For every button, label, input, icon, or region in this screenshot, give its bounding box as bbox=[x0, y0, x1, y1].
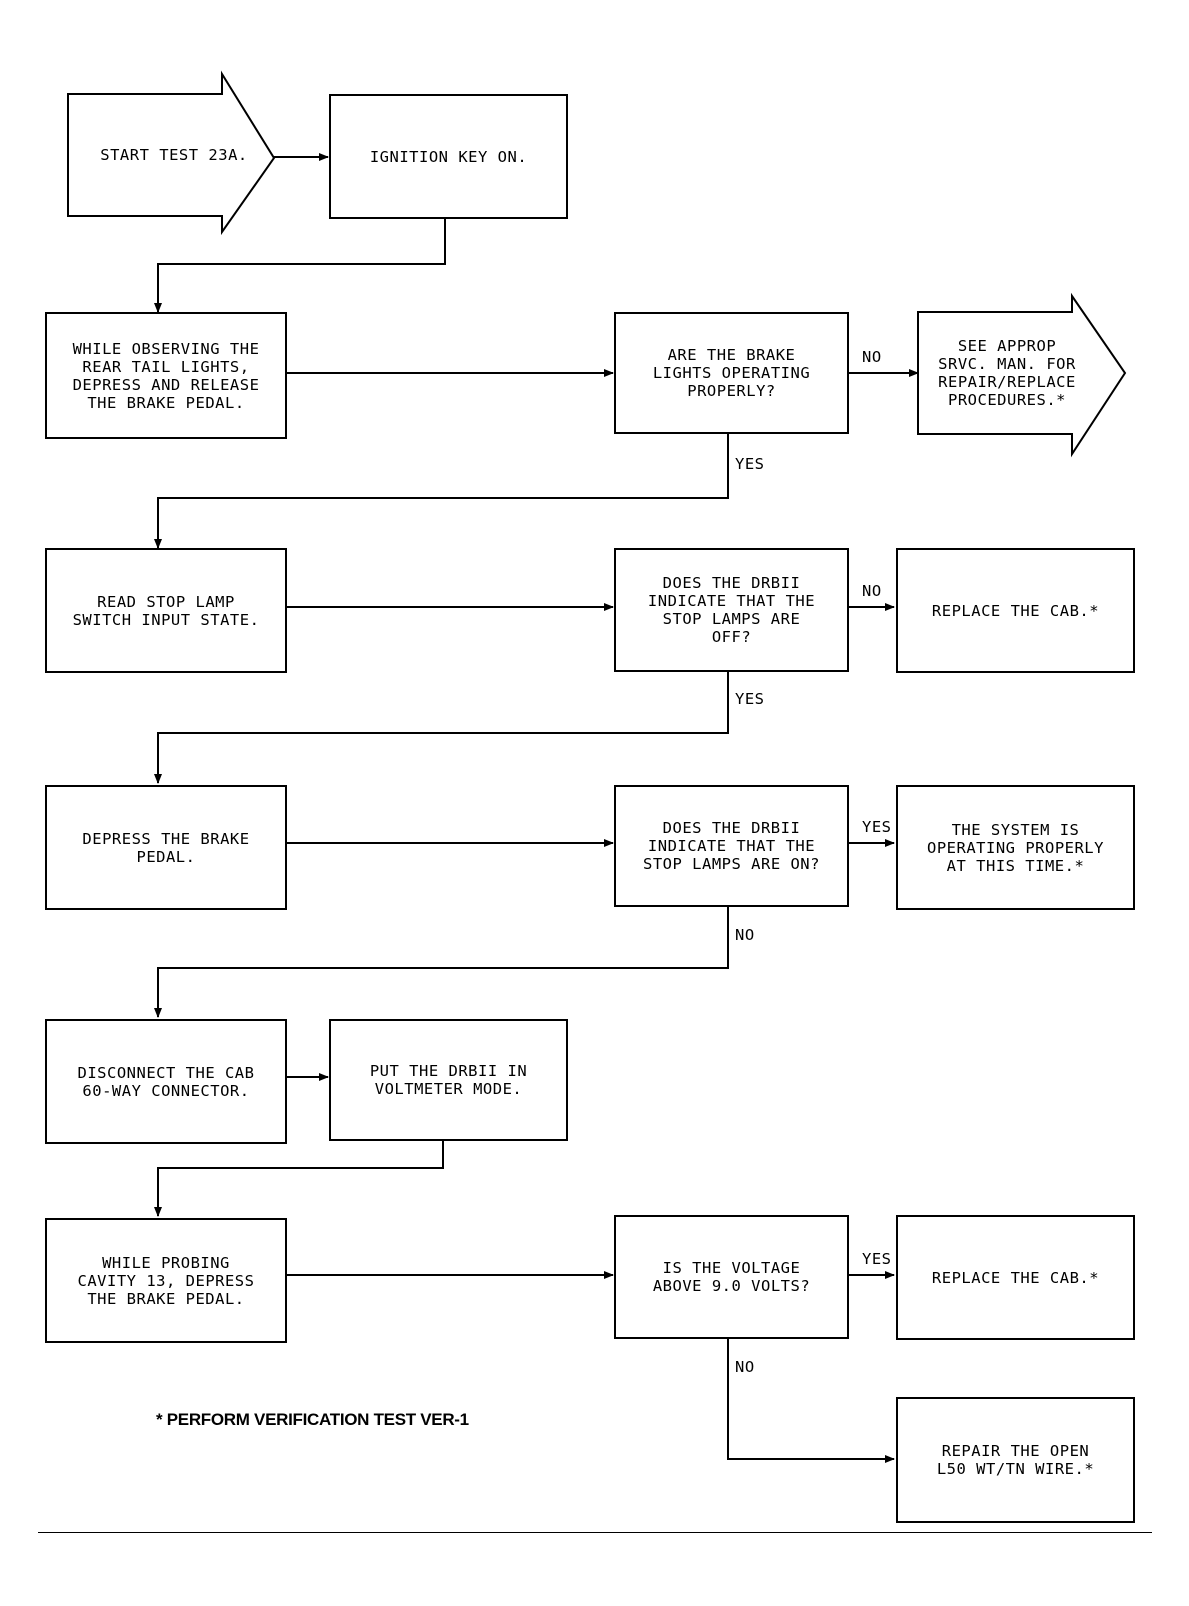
probe-cavity-box: WHILE PROBING CAVITY 13, DEPRESS THE BRA… bbox=[45, 1218, 287, 1343]
disconnect-label: DISCONNECT THE CAB 60-WAY CONNECTOR. bbox=[77, 1063, 255, 1100]
voltage-question-box: IS THE VOLTAGE ABOVE 9.0 VOLTS? bbox=[614, 1215, 849, 1339]
see-manual-label: SEE APPROP SRVC. MAN. FOR REPAIR/REPLACE… bbox=[938, 337, 1076, 409]
no-label-4: NO bbox=[735, 1358, 755, 1376]
depress-pedal-label: DEPRESS THE BRAKE PEDAL. bbox=[82, 829, 250, 866]
observe-lights-label: WHILE OBSERVING THE REAR TAIL LIGHTS, DE… bbox=[72, 339, 260, 412]
system-ok-box: THE SYSTEM IS OPERATING PROPERLY AT THIS… bbox=[896, 785, 1135, 910]
repair-wire-label: REPAIR THE OPEN L50 WT/TN WIRE.* bbox=[936, 1442, 1095, 1478]
lamps-off-question-box: DOES THE DRBII INDICATE THAT THE STOP LA… bbox=[614, 548, 849, 672]
connector-lampsoff-yes bbox=[154, 672, 729, 784]
replace-cab-label-1: REPLACE THE CAB.* bbox=[931, 601, 1100, 620]
voltmeter-box: PUT THE DRBII IN VOLTMETER MODE. bbox=[329, 1019, 568, 1141]
read-stop-lamp-box: READ STOP LAMP SWITCH INPUT STATE. bbox=[45, 548, 287, 673]
depress-pedal-box: DEPRESS THE BRAKE PEDAL. bbox=[45, 785, 287, 910]
yes-label-4: YES bbox=[862, 1250, 892, 1268]
yes-label-1: YES bbox=[735, 455, 765, 473]
see-manual-arrow-shape bbox=[917, 292, 1127, 458]
connector-voltmeter-probe bbox=[154, 1141, 444, 1217]
replace-cab-box-1: REPLACE THE CAB.* bbox=[896, 548, 1135, 673]
connector-question-yes bbox=[154, 434, 729, 549]
voltmeter-label: PUT THE DRBII IN VOLTMETER MODE. bbox=[369, 1062, 528, 1098]
see-manual-arrow: SEE APPROP SRVC. MAN. FOR REPAIR/REPLACE… bbox=[918, 312, 1096, 434]
lamps-off-question-label: DOES THE DRBII INDICATE THAT THE STOP LA… bbox=[647, 574, 816, 646]
connector-voltage-no bbox=[727, 1339, 895, 1463]
brake-lights-question-label: ARE THE BRAKE LIGHTS OPERATING PROPERLY? bbox=[652, 346, 811, 400]
ignition-key-label: IGNITION KEY ON. bbox=[369, 147, 528, 166]
observe-lights-box: WHILE OBSERVING THE REAR TAIL LIGHTS, DE… bbox=[45, 312, 287, 439]
verification-footnote: * PERFORM VERIFICATION TEST VER-1 bbox=[156, 1410, 469, 1429]
no-label-3: NO bbox=[735, 926, 755, 944]
lamps-on-question-label: DOES THE DRBII INDICATE THAT THE STOP LA… bbox=[643, 819, 820, 873]
connector-ignition-observe bbox=[154, 219, 446, 313]
yes-label-2: YES bbox=[735, 690, 765, 708]
no-label-2: NO bbox=[862, 582, 882, 600]
read-stop-lamp-label: READ STOP LAMP SWITCH INPUT STATE. bbox=[72, 592, 260, 629]
start-arrow-shape bbox=[67, 70, 276, 236]
bottom-rule bbox=[38, 1532, 1152, 1533]
replace-cab-label-2: REPLACE THE CAB.* bbox=[931, 1268, 1100, 1287]
voltage-question-label: IS THE VOLTAGE ABOVE 9.0 VOLTS? bbox=[652, 1259, 811, 1295]
yes-label-3: YES bbox=[862, 818, 892, 836]
start-test-label: START TEST 23A. bbox=[100, 146, 248, 164]
ignition-key-box: IGNITION KEY ON. bbox=[329, 94, 568, 219]
repair-wire-box: REPAIR THE OPEN L50 WT/TN WIRE.* bbox=[896, 1397, 1135, 1523]
brake-lights-question-box: ARE THE BRAKE LIGHTS OPERATING PROPERLY? bbox=[614, 312, 849, 434]
probe-cavity-label: WHILE PROBING CAVITY 13, DEPRESS THE BRA… bbox=[77, 1253, 255, 1308]
system-ok-label: THE SYSTEM IS OPERATING PROPERLY AT THIS… bbox=[927, 820, 1104, 875]
replace-cab-box-2: REPLACE THE CAB.* bbox=[896, 1215, 1135, 1340]
connector-lampson-no bbox=[154, 907, 729, 1018]
lamps-on-question-box: DOES THE DRBII INDICATE THAT THE STOP LA… bbox=[614, 785, 849, 907]
disconnect-box: DISCONNECT THE CAB 60-WAY CONNECTOR. bbox=[45, 1019, 287, 1144]
no-label-1: NO bbox=[862, 348, 882, 366]
start-test-arrow: START TEST 23A. bbox=[68, 94, 280, 216]
